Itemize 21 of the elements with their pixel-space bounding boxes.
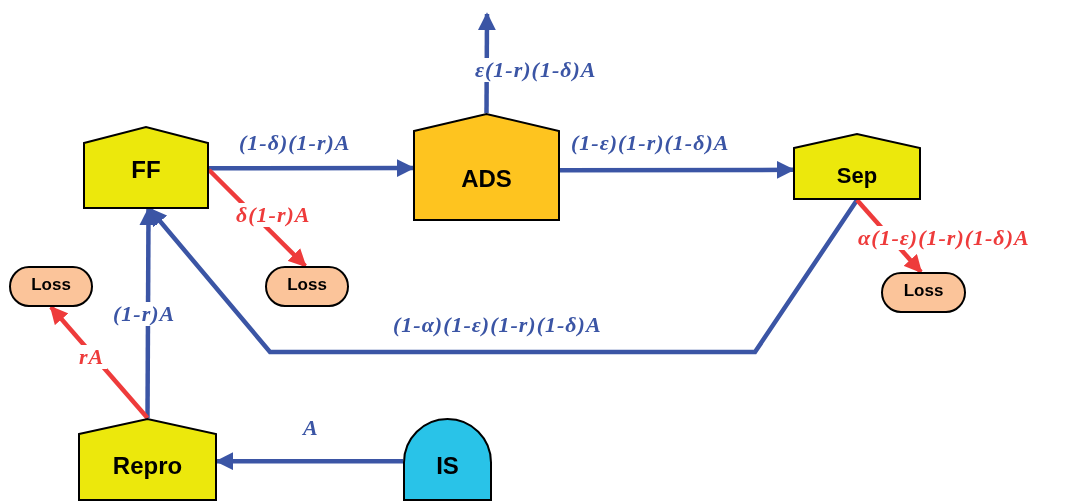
- arrow: [209, 159, 415, 178]
- arrow: [139, 207, 158, 418]
- node-label: ADS: [460, 165, 513, 193]
- node-label: Sep: [835, 163, 879, 189]
- loss-terminal: [265, 266, 349, 307]
- node-label: IS: [435, 452, 460, 480]
- node-label: Loss: [286, 275, 328, 295]
- process-box: [793, 133, 921, 200]
- node-label: FF: [130, 156, 162, 184]
- edge-label: rA: [76, 345, 108, 370]
- arrow: [560, 160, 795, 179]
- loss-terminal: [881, 272, 966, 313]
- node-label: Loss: [902, 281, 945, 301]
- process-box: [413, 113, 560, 221]
- node-label: Repro: [111, 452, 184, 480]
- arrow: [148, 198, 859, 355]
- node-label: Loss: [30, 275, 72, 295]
- loss-terminal: [9, 266, 93, 307]
- process-box: [78, 418, 217, 501]
- process-box: [83, 126, 209, 209]
- source-dome: [403, 418, 492, 501]
